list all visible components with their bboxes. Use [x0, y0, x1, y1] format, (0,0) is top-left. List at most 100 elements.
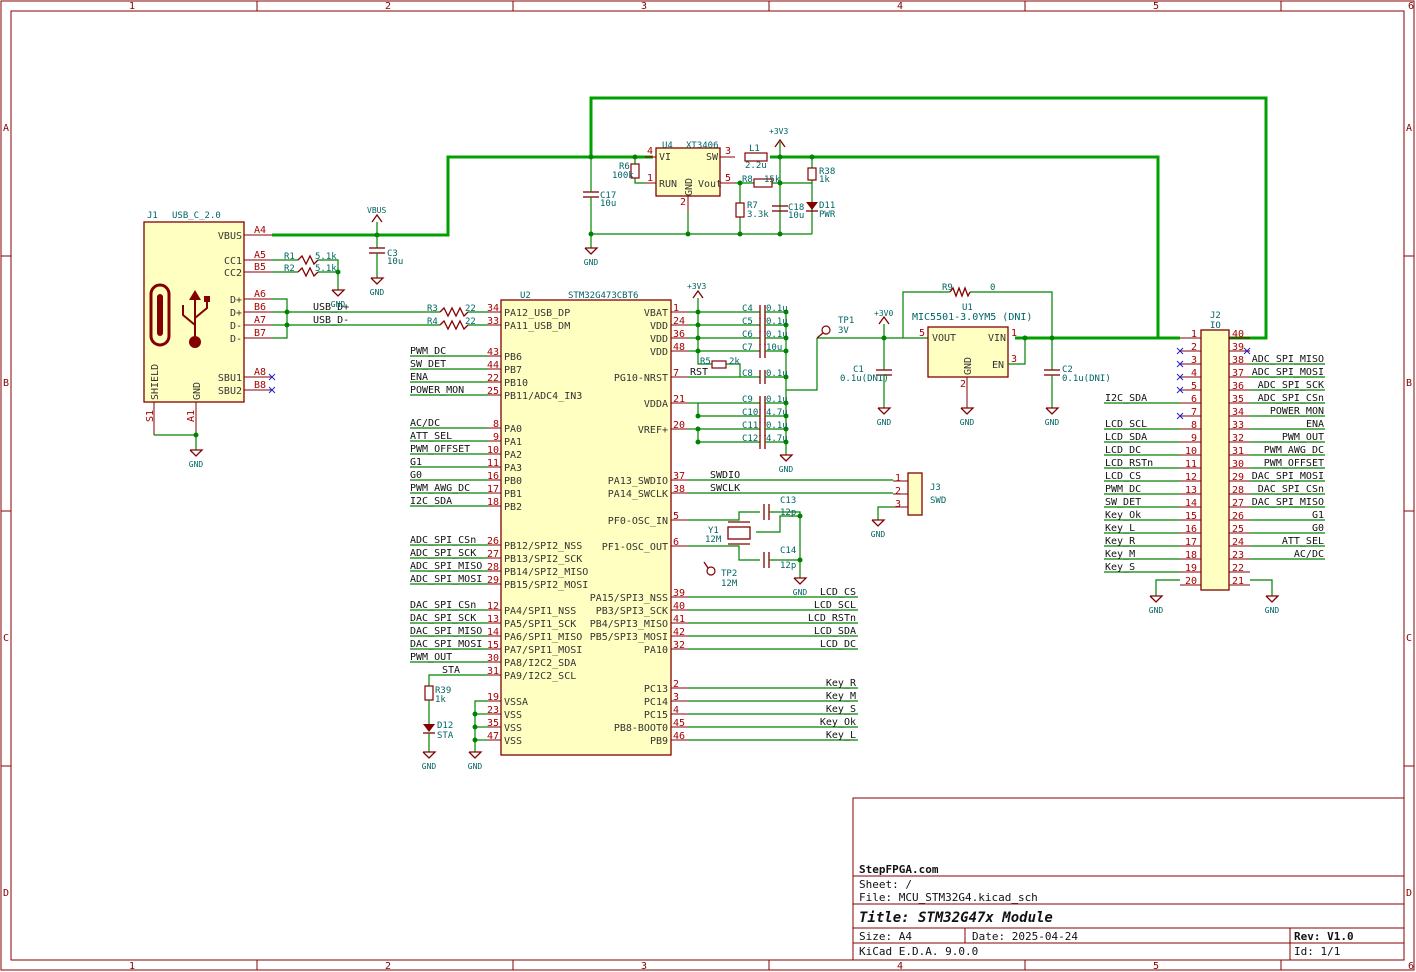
- r5-value: 2k: [729, 357, 740, 367]
- usb-pin-name: SBU2: [218, 386, 242, 397]
- mcu-left-pin-num: 29: [487, 575, 499, 586]
- usb-pin-num: B7: [254, 328, 266, 339]
- r1-value: 5.1k: [315, 252, 337, 262]
- mcu-right-pin-num: 1: [673, 303, 679, 314]
- ldo-pin-vout: VOUT: [932, 333, 956, 344]
- io-right-net: PWM_OFFSET: [1264, 458, 1324, 469]
- mcu-ref: U2: [520, 291, 531, 301]
- mcu-right-pin-name: VBAT: [644, 308, 668, 319]
- regulator-symbol: U4 XT3406 VI SW RUN Vout GND 4 3 1 5 2: [583, 127, 836, 248]
- title-block: StepFPGA.com Sheet: / File: MCU_STM32G4.…: [852, 797, 1405, 961]
- usb-pin-num: A8: [254, 367, 266, 378]
- mcu-left-pin-name: PA5/SPI1_SCK: [504, 619, 576, 630]
- d12-value: STA: [437, 731, 454, 741]
- gnd-symbol: GND: [331, 300, 346, 309]
- gnd-symbol: GND: [779, 465, 794, 474]
- title-rev: Rev: V1.0: [1294, 930, 1354, 943]
- title-id: Id: 1/1: [1294, 945, 1340, 958]
- r38-ref: R38: [819, 167, 835, 177]
- r5-ref: R5: [700, 357, 711, 367]
- mcu-right-pin-num: 21: [673, 394, 685, 405]
- r9-ref: R9: [942, 283, 953, 293]
- io-left-pin-num: 18: [1185, 550, 1197, 561]
- gnd-symbol: GND: [422, 762, 437, 771]
- ldo-num-2: 2: [960, 379, 966, 390]
- mcu-right-pin-num: 40: [673, 601, 685, 612]
- net-label: LCD_CS: [820, 587, 856, 598]
- gnd-symbol: GND: [1149, 606, 1164, 615]
- io-left-pin-num: 13: [1185, 485, 1197, 496]
- io-left-net: Key_Ok: [1105, 510, 1141, 521]
- mcu-left-pin-num: 18: [487, 497, 499, 508]
- io-right-net: ADC_SPI_SCK: [1258, 380, 1324, 391]
- io-left-pin-num: 15: [1185, 511, 1197, 522]
- io-right-net: POWER_MON: [1270, 406, 1324, 417]
- net-label: LCD_DC: [820, 639, 856, 650]
- r7-ref: R7: [747, 201, 758, 211]
- r39-value: 1k: [435, 695, 446, 705]
- frame-col-bottom-1: 1: [129, 961, 135, 972]
- net-label: DAC_SPI_SCK: [410, 613, 476, 624]
- ldo-pin-en: EN: [992, 360, 1004, 371]
- io-left-pin-num: 20: [1185, 576, 1197, 587]
- io-right-pin-num: 31: [1232, 446, 1244, 457]
- mcu-left-pin-name: PA6/SPI1_MISO: [504, 632, 582, 643]
- io-left-net: Key_R: [1105, 536, 1136, 547]
- ldo-num-1: 1: [1011, 328, 1017, 339]
- mcu-left-pin-num: 23: [487, 705, 499, 716]
- swd-header: J3 SWD 1 2 3: [877, 472, 946, 520]
- io-right-net: ENA: [1306, 419, 1324, 430]
- usb-pin-name: D+: [230, 295, 242, 306]
- cap-c7-value: 10u: [766, 343, 782, 353]
- io-left-pin-num: 11: [1185, 459, 1197, 470]
- gnd-symbol: GND: [1045, 418, 1060, 427]
- mcu-left-pin-name: PB6: [504, 352, 522, 363]
- swd-value: SWD: [930, 496, 946, 506]
- ldo-num-5: 5: [919, 328, 925, 339]
- cap-c4-value: 0.1u: [766, 304, 788, 314]
- net-label: I2C_SDA: [410, 496, 452, 507]
- cc-resistors: R1 5.1k R2 5.1k: [272, 252, 341, 290]
- reg-value: XT3406: [686, 141, 719, 151]
- usb-data-lines: USB_D+ USB_D- R3 22 R4 22: [272, 298, 488, 339]
- mcu-left-pin-name: PA9/I2C2_SCL: [504, 671, 576, 682]
- usb-pin-name: VBUS: [218, 231, 242, 242]
- io-left-net: Key_M: [1105, 549, 1135, 560]
- net-label: DAC_SPI_MOSI: [410, 639, 482, 650]
- mcu-left-pin-name: VSS: [504, 736, 522, 747]
- reg-pin-sw: SW: [706, 152, 719, 163]
- io-right-net: DAC_SPI_CSn: [1258, 484, 1324, 495]
- c3-ref: C3: [387, 249, 398, 259]
- mcu-right-pin-num: 36: [673, 329, 685, 340]
- mcu-right-pin-name: VDD: [650, 321, 668, 332]
- mcu-right-pin-num: 32: [673, 640, 685, 651]
- gnd-symbol: GND: [468, 762, 483, 771]
- mcu-left-pin-num: 47: [487, 731, 499, 742]
- r3-ref: R3: [427, 304, 438, 314]
- r1-ref: R1: [284, 252, 295, 262]
- r8-value: 15k: [764, 175, 781, 185]
- io-left-pin-num: 7: [1191, 407, 1197, 418]
- frame-row-right-C: C: [1406, 633, 1412, 644]
- net-label: PWM_OFFSET: [410, 444, 470, 455]
- mcu-right-pin-name: PC13: [644, 684, 668, 695]
- io-right-net: DAC_SPI_MOSI: [1252, 471, 1324, 482]
- y1-value: 12M: [705, 535, 722, 545]
- frame-row-right-B: B: [1406, 378, 1412, 389]
- mcu-right-pin-num: 37: [673, 471, 685, 482]
- usb-pin-num: A6: [254, 289, 266, 300]
- tp1-ref: TP1: [838, 316, 854, 326]
- io-right-pin-num: 29: [1232, 472, 1244, 483]
- usb-gnd-label: GND: [192, 382, 203, 400]
- io-left-pin-num: 17: [1185, 537, 1197, 548]
- mcu-right-pin-name: VDD: [650, 334, 668, 345]
- frame-row-left-A: A: [3, 123, 9, 134]
- io-right-pin-num: 30: [1232, 459, 1244, 470]
- mcu-left-pin-num: 12: [487, 601, 499, 612]
- mcu-left-pin-name: PB14/SPI2_MISO: [504, 567, 588, 578]
- io-right-pin-num: 25: [1232, 524, 1244, 535]
- mcu-left-pin-num: 10: [487, 445, 499, 456]
